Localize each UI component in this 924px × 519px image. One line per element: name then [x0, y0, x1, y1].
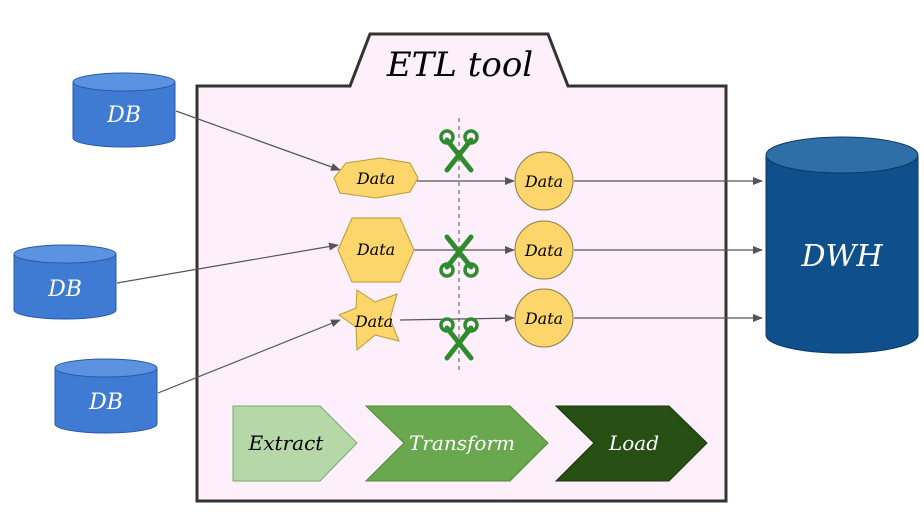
- clean-data-label: Data: [524, 241, 563, 260]
- clean-data-label: Data: [524, 309, 563, 328]
- raw-data-label: Data: [356, 240, 395, 259]
- flow-arrows: [116, 110, 763, 394]
- source-db-label: DB: [47, 277, 82, 302]
- source-db-3: DB: [54, 358, 158, 434]
- clean-data-label: Data: [524, 172, 563, 191]
- source-db-1: DB: [72, 72, 176, 148]
- stage-load: Load: [554, 405, 708, 482]
- scissors-icon: [439, 317, 479, 361]
- raw-data-2: Data: [337, 217, 415, 283]
- stage-transform: Transform: [364, 405, 549, 482]
- scissors-icon: [439, 234, 479, 278]
- clean-data-1: Data: [514, 151, 574, 211]
- raw-data-label: Data: [356, 169, 395, 188]
- clean-data-2: Data: [514, 220, 574, 280]
- dwh-label: DWH: [800, 239, 883, 274]
- raw-data-label: Data: [354, 312, 393, 331]
- source-db-label: DB: [106, 103, 141, 128]
- scissors-icon: [439, 129, 479, 173]
- source-db-2: DB: [13, 244, 117, 320]
- etl-tool-title: ETL tool: [386, 45, 533, 85]
- etl-tool-panel: ETL tool: [195, 32, 728, 503]
- stage-extract-label: Extract: [248, 431, 325, 455]
- source-db-label: DB: [88, 390, 123, 415]
- stage-extract: Extract: [232, 405, 358, 482]
- raw-data-3: Data: [337, 289, 400, 352]
- stage-transform-label: Transform: [409, 431, 515, 455]
- raw-data-1: Data: [333, 157, 419, 199]
- dwh-cylinder: DWH: [765, 136, 919, 354]
- clean-data-3: Data: [514, 288, 574, 348]
- stage-load-label: Load: [608, 431, 659, 455]
